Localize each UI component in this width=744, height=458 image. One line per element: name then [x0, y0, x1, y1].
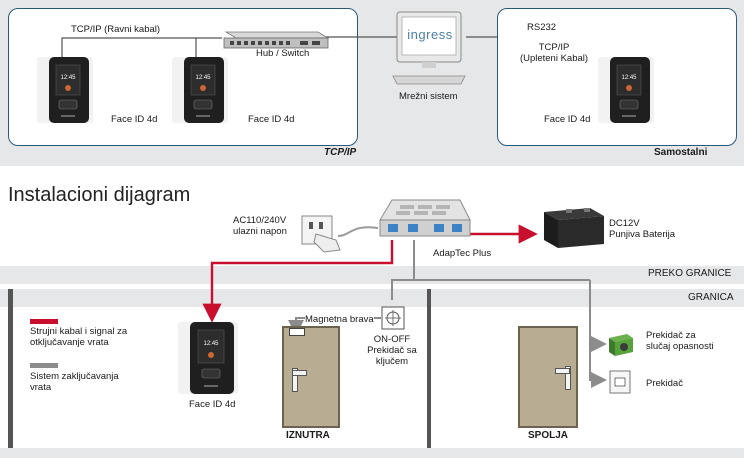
- battery-label: DC12V Punjiva Baterija: [609, 218, 675, 240]
- device-label-3: Face ID 4d: [544, 114, 591, 125]
- door-handle-icon: [565, 366, 571, 390]
- twisted-cable-line-1: TCP/IP: [538, 42, 570, 53]
- screen-logo-text: ingress: [407, 27, 453, 42]
- network-system-label: Mrežni sistem: [399, 91, 458, 102]
- tcpip-link-label: TCP/IP (Ravni kabal): [71, 24, 161, 35]
- key-switch-icon: [381, 306, 405, 330]
- emergency-line-2: slučaj opasnosti: [646, 341, 714, 352]
- emergency-switch-label: Prekidač za slučaj opasnosti: [646, 330, 714, 352]
- exit-button-icon: [609, 370, 631, 394]
- exit-button-label: Prekidač: [646, 378, 683, 389]
- power-input-label: AC110/240V ulazni napon: [233, 215, 287, 237]
- wall-center: [427, 289, 431, 458]
- power-input-line-2: ulazni napon: [233, 226, 287, 237]
- device-label-1: Face ID 4d: [111, 114, 158, 125]
- twisted-cable-line-2: (Upleteni Kabal): [519, 53, 589, 64]
- battery-line-2: Punjiva Baterija: [609, 229, 676, 240]
- twisted-cable-label: TCP/IP (Upleteni Kabal): [513, 42, 595, 64]
- legend-gray-line-2: vrata: [30, 382, 52, 393]
- key-switch-line-2: Prekidač sa: [367, 345, 417, 356]
- standalone-footer-label: Samostalni: [654, 147, 708, 158]
- legend-red-text: Strujni kabal i signal za otključavanje …: [30, 326, 127, 348]
- emergency-line-1: Prekidač za: [646, 330, 696, 341]
- face-id-device-icon: 12:45: [37, 57, 93, 123]
- door-handle-lever-icon: [555, 368, 570, 374]
- face-id-device-icon: 12:45: [172, 57, 228, 123]
- rs232-label: RS232: [527, 22, 557, 33]
- legend-gray-swatch: [30, 363, 58, 368]
- power-input-line-1: AC110/240V: [233, 215, 287, 226]
- inside-label: IZNUTRA: [286, 430, 330, 441]
- door-inside: [282, 326, 340, 428]
- wall-left: [8, 289, 13, 458]
- svg-text:12:45: 12:45: [621, 75, 637, 81]
- border-label: GRANICA: [688, 292, 734, 303]
- svg-text:12:45: 12:45: [203, 341, 219, 347]
- computer-icon: [392, 11, 466, 85]
- key-switch-line-1: ON-OFF: [373, 334, 411, 345]
- floor-band: [0, 448, 744, 458]
- key-switch-label: ON-OFF Prekidač sa ključem: [352, 334, 432, 367]
- hub-switch-label: Hub / Switch: [256, 48, 310, 59]
- door-handle-lever-icon: [292, 370, 307, 376]
- hub-switch-icon: [223, 31, 330, 49]
- power-socket-icon: [301, 215, 341, 253]
- legend-red-line-2: otključavanje vrata: [30, 337, 109, 348]
- border-band: [0, 289, 744, 307]
- legend-gray-text: Sistem zaključavanja vrata: [30, 371, 119, 393]
- install-diagram-title: Instalacioni dijagram: [8, 184, 191, 206]
- controller-icon: [379, 199, 471, 237]
- legend-red-line-1: Strujni kabal i signal za: [30, 326, 128, 337]
- face-id-device-icon: 12:45: [598, 57, 654, 123]
- device-label-2: Face ID 4d: [248, 114, 295, 125]
- controller-label: AdapTec Plus: [433, 248, 492, 259]
- emergency-switch-icon: [609, 334, 633, 356]
- svg-text:12:45: 12:45: [60, 75, 76, 81]
- face-id-device-icon: 12:45: [178, 322, 238, 394]
- magnetic-lock-label: Magnetna brava: [305, 314, 374, 325]
- door-handle-icon: [292, 368, 298, 392]
- tcpip-footer-label: TCP/IP: [324, 147, 357, 158]
- legend-red-swatch: [30, 319, 58, 324]
- battery-icon: [544, 208, 604, 248]
- install-device-label: Face ID 4d: [189, 399, 236, 410]
- legend-gray-line-1: Sistem zaključavanja: [30, 371, 119, 382]
- outside-label: SPOLJA: [528, 430, 569, 441]
- svg-text:12:45: 12:45: [195, 75, 211, 81]
- magnetic-lock-icon: [289, 328, 305, 336]
- battery-line-1: DC12V: [609, 218, 640, 229]
- beyond-border-label: PREKO GRANICE: [648, 268, 732, 279]
- key-switch-line-3: ključem: [375, 356, 409, 367]
